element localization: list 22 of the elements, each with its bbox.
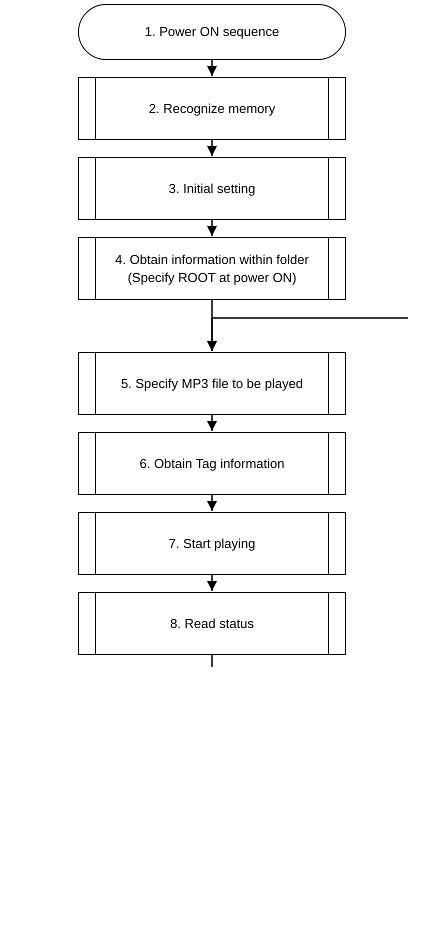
step-label: 4. Obtain information within folder (Specify ROOT at power ON) <box>114 250 310 286</box>
predefined-process-box <box>78 432 346 495</box>
predefined-process-box <box>78 157 346 220</box>
predefined-process-box <box>78 512 346 575</box>
step-label: 2. Recognize memory <box>148 100 276 118</box>
step-label: 5. Specify MP3 file to be played <box>120 374 304 392</box>
predefined-process-box <box>78 77 346 140</box>
predefined-process-box <box>78 352 346 415</box>
step-label: 6. Obtain Tag information <box>139 454 284 472</box>
arrow <box>207 220 217 236</box>
step-label: 3. Initial setting <box>168 180 256 198</box>
arrow <box>207 575 217 591</box>
step-label: 7. Start playing <box>168 534 256 552</box>
arrow <box>207 140 217 156</box>
arrow <box>207 415 217 431</box>
step-label: 1. Power ON sequence <box>144 23 280 41</box>
predefined-process-box <box>78 237 346 300</box>
arrow <box>207 495 217 511</box>
arrow <box>207 60 217 76</box>
predefined-process-box <box>78 592 346 655</box>
arrow <box>207 317 408 351</box>
step-label: 8. Read status <box>170 614 254 632</box>
